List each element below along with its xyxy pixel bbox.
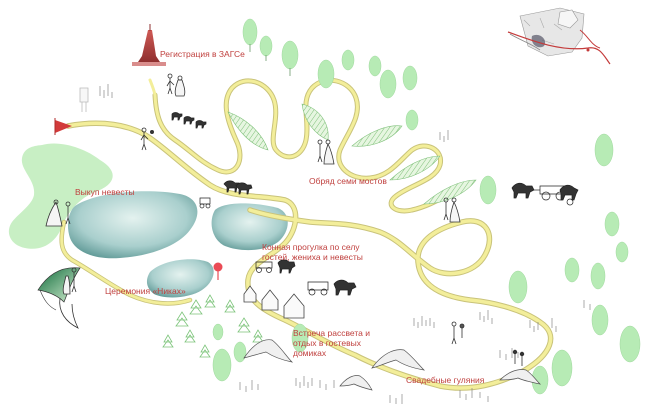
tree-group bbox=[212, 18, 641, 395]
tree-icon bbox=[594, 133, 614, 167]
tree-icon bbox=[508, 270, 528, 304]
meadow-area bbox=[8, 143, 113, 249]
tree-icon bbox=[619, 325, 641, 363]
tree-icon bbox=[402, 65, 418, 91]
tree-icon bbox=[242, 18, 258, 52]
tree-icon bbox=[479, 175, 497, 205]
nikah-canopy-icon bbox=[37, 267, 81, 329]
bridges bbox=[227, 103, 477, 205]
label-bride-ransom: Выкуп невесты bbox=[75, 187, 135, 197]
label-dawn-line3: домиках bbox=[293, 348, 327, 358]
label-festivities: Свадебные гуляния bbox=[406, 375, 485, 385]
tent-icon bbox=[243, 339, 542, 391]
horse-carriage-icon bbox=[171, 112, 579, 296]
tree-icon bbox=[281, 40, 299, 76]
tree-icon bbox=[604, 211, 620, 237]
reeds bbox=[99, 84, 591, 404]
tree-icon bbox=[591, 304, 609, 336]
locator-map-icon bbox=[507, 7, 611, 65]
lake-main bbox=[67, 191, 198, 259]
label-dawn-line2: отдых в гостевых bbox=[293, 338, 361, 348]
tree-icon bbox=[615, 241, 629, 263]
tree-icon bbox=[405, 109, 419, 131]
label-horse-ride: Конная прогулка по селу гостей, жениха и… bbox=[262, 242, 363, 262]
label-dawn-meeting: Встреча рассвета и отдых в гостевых доми… bbox=[293, 328, 370, 358]
tree-icon bbox=[259, 35, 273, 61]
tree-icon bbox=[212, 323, 224, 341]
guest-house-icon bbox=[243, 285, 305, 319]
tree-icon bbox=[379, 69, 397, 99]
tree-icon bbox=[368, 55, 382, 77]
pin-icon bbox=[213, 262, 223, 280]
flag-icon bbox=[54, 118, 72, 135]
label-horse-ride-line1: Конная прогулка по селу bbox=[262, 242, 360, 252]
tree-icon bbox=[341, 49, 355, 71]
label-horse-ride-line2: гостей, жениха и невесты bbox=[262, 252, 363, 262]
label-nikah: Церемония «Никах» bbox=[105, 286, 186, 296]
tree-icon bbox=[317, 59, 335, 89]
tree-icon bbox=[233, 341, 247, 363]
couple-icon bbox=[45, 73, 525, 366]
tree-icon bbox=[551, 349, 573, 387]
tree-icon bbox=[291, 323, 309, 353]
label-dawn-line1: Встреча рассвета и bbox=[293, 328, 370, 338]
tree-icon bbox=[212, 348, 232, 382]
label-seven-bridges: Обряд семи мостов bbox=[309, 176, 387, 186]
tower-icon bbox=[132, 24, 166, 66]
tree-icon bbox=[564, 257, 580, 283]
lake-south bbox=[146, 259, 214, 298]
conifer-group bbox=[162, 294, 276, 358]
label-registration: Регистрация в ЗАГСе bbox=[160, 49, 245, 59]
tree-icon bbox=[590, 262, 606, 290]
